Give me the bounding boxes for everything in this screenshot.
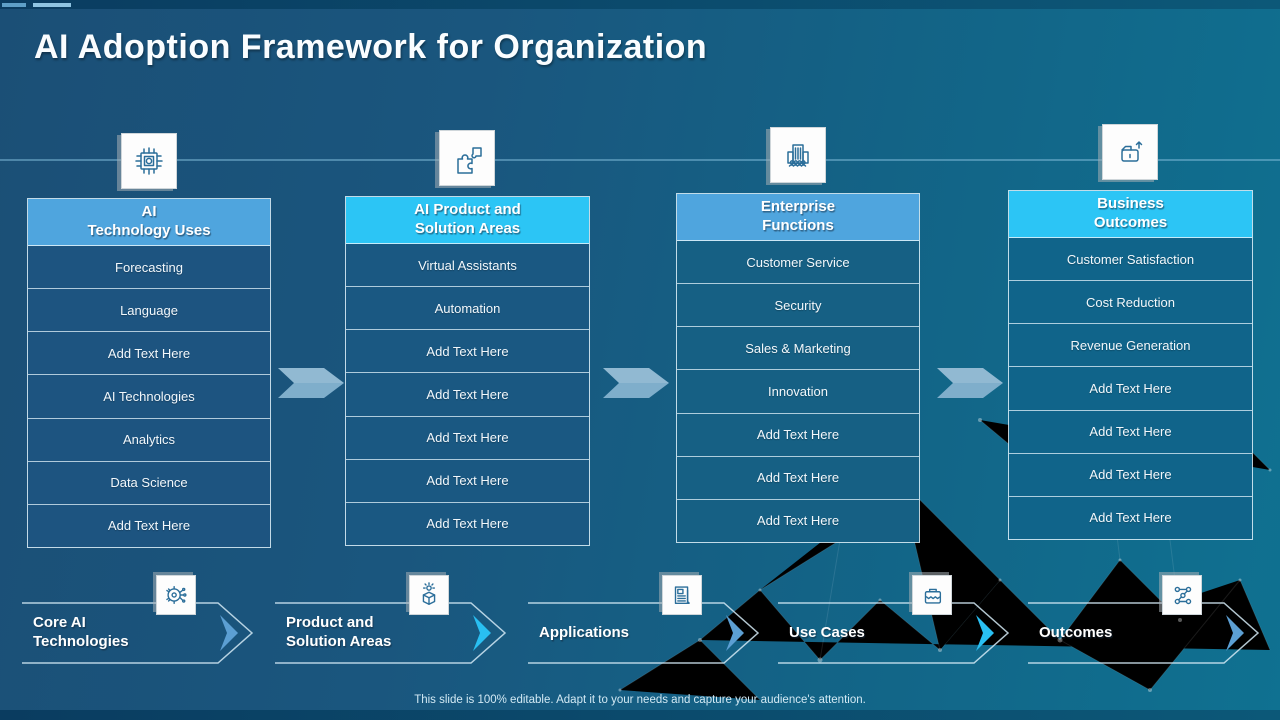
flow-step-label: Outcomes <box>1039 623 1113 641</box>
table-row: Sales & Marketing <box>677 326 919 370</box>
flow-step-outcomes: Outcomes <box>1026 575 1262 664</box>
table-row: Add Text Here <box>1009 452 1252 496</box>
column-header-line1: AI Product and <box>414 201 521 219</box>
column-body: Customer Satisfaction Cost Reduction Rev… <box>1009 238 1252 539</box>
column-ai-product-solution-areas: AI Product and Solution Areas Virtual As… <box>345 196 590 546</box>
flow-step-label: Core AI Technologies <box>33 614 129 650</box>
product-box-icon <box>409 575 449 615</box>
table-row: Data Science <box>28 460 270 504</box>
table-row: Add Text Here <box>28 503 270 547</box>
table-row: Customer Service <box>677 241 919 284</box>
column-business-outcomes: Business Outcomes Customer Satisfaction … <box>1008 190 1253 540</box>
table-row: Add Text Here <box>677 455 919 499</box>
column-body: Forecasting Language Add Text Here AI Te… <box>28 246 270 547</box>
top-strip <box>0 0 1280 9</box>
column-header-line1: AI <box>141 203 157 221</box>
column-header: AI Product and Solution Areas <box>346 197 589 244</box>
flow-step-label: Applications <box>539 623 630 641</box>
table-row: Automation <box>346 286 589 330</box>
flow-step-product-solution-areas: Product and Solution Areas <box>273 575 509 664</box>
table-row: Add Text Here <box>346 458 589 502</box>
right-arrow-icon <box>278 368 344 398</box>
folder-upload-icon <box>1102 124 1158 180</box>
table-row: Add Text Here <box>1009 409 1252 453</box>
briefcase-icon <box>912 575 952 615</box>
column-header-line2: Functions <box>762 217 834 234</box>
table-row: AI Technologies <box>28 374 270 418</box>
cpu-chip-icon <box>121 133 177 189</box>
horizontal-divider <box>0 159 1280 161</box>
column-header-line2: Technology Uses <box>87 222 211 239</box>
right-arrow-icon <box>603 368 669 398</box>
table-row: Cost Reduction <box>1009 280 1252 324</box>
right-arrow-icon <box>937 368 1003 398</box>
column-header-line2: Outcomes <box>1093 214 1168 231</box>
table-row: Forecasting <box>28 246 270 289</box>
table-row: Revenue Generation <box>1009 323 1252 367</box>
table-row: Analytics <box>28 417 270 461</box>
bottom-strip <box>0 710 1280 720</box>
table-row: Add Text Here <box>346 372 589 416</box>
column-header: Business Outcomes <box>1009 191 1252 238</box>
table-row: Virtual Assistants <box>346 244 589 287</box>
accent-bar <box>33 3 71 7</box>
table-row: Add Text Here <box>28 331 270 375</box>
flow-step-core-ai-technologies: Core AI Technologies <box>20 575 256 664</box>
column-header-line1: Business <box>1097 195 1164 213</box>
flow-step-label: Use Cases <box>789 623 865 641</box>
network-nodes-icon <box>1162 575 1202 615</box>
table-row: Add Text Here <box>346 329 589 373</box>
column-header: Enterprise Functions <box>677 194 919 241</box>
table-row: Language <box>28 288 270 332</box>
table-row: Innovation <box>677 369 919 413</box>
column-ai-technology-uses: AI Technology Uses Forecasting Language … <box>27 198 271 548</box>
table-row: Add Text Here <box>346 415 589 459</box>
table-row: Add Text Here <box>677 498 919 542</box>
column-enterprise-functions: Enterprise Functions Customer Service Se… <box>676 193 920 543</box>
ai-gear-icon <box>156 575 196 615</box>
puzzle-icon <box>439 130 495 186</box>
table-row: Add Text Here <box>677 412 919 456</box>
table-row: Customer Satisfaction <box>1009 238 1252 281</box>
flow-step-label: Product and Solution Areas <box>286 614 392 650</box>
table-row: Add Text Here <box>1009 366 1252 410</box>
enterprise-building-icon <box>770 127 826 183</box>
accent-bar <box>2 3 26 7</box>
footer-note: This slide is 100% editable. Adapt it to… <box>414 694 866 706</box>
flow-step-use-cases: Use Cases <box>776 575 1012 664</box>
table-row: Add Text Here <box>346 501 589 545</box>
table-row: Security <box>677 283 919 327</box>
column-body: Virtual Assistants Automation Add Text H… <box>346 244 589 545</box>
flow-step-applications: Applications <box>526 575 762 664</box>
column-header-line2: Solution Areas <box>414 220 521 237</box>
column-header-line1: Enterprise <box>760 198 836 216</box>
table-row: Add Text Here <box>1009 495 1252 539</box>
column-body: Customer Service Security Sales & Market… <box>677 241 919 542</box>
column-header: AI Technology Uses <box>28 199 270 246</box>
page-title: AI Adoption Framework for Organization <box>34 28 708 66</box>
newspaper-icon <box>662 575 702 615</box>
